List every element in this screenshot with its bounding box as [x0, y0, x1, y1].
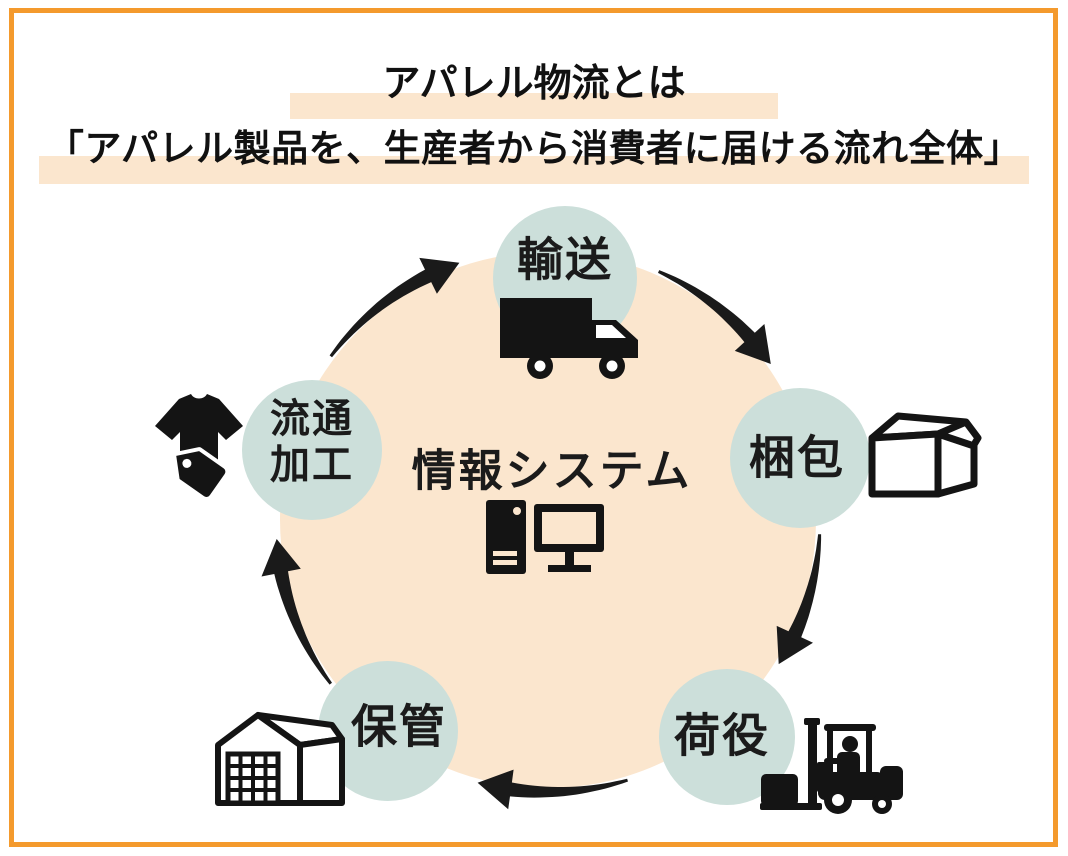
warehouse-icon — [215, 712, 345, 806]
arrow-cargo-to-storage — [477, 769, 628, 810]
truck-icon — [500, 298, 638, 379]
node-label-storage: 保管 — [351, 700, 447, 753]
node-label-cargo-handling: 荷役 — [674, 709, 770, 762]
border-frame — [9, 8, 1058, 847]
cardboard-box-icon — [868, 412, 982, 498]
tshirt-price-tag-icon — [155, 394, 243, 501]
page-subtitle: 「アパレル製品を、生産者から消費者に届ける流れ全体」 — [0, 116, 1068, 184]
desktop-computer-icon — [486, 500, 604, 574]
page-title-text: アパレル物流とは — [290, 50, 778, 119]
page-title: アパレル物流とは — [0, 50, 1068, 119]
node-label-packing: 梱包 — [749, 431, 845, 484]
node-circle-distribution-processing — [242, 380, 382, 520]
arrow-storage-to-processing — [261, 539, 332, 685]
center-label-information-system: 情報システム — [411, 446, 693, 496]
page-subtitle-text: 「アパレル製品を、生産者から消費者に届ける流れ全体」 — [38, 116, 1030, 184]
node-label-distribution-processing: 流通 加工 — [270, 397, 354, 487]
arrow-processing-to-transport — [329, 257, 460, 358]
node-label-transport: 輸送 — [517, 233, 613, 286]
node-circle-packing — [730, 388, 870, 528]
forklift-icon — [760, 718, 903, 814]
arrow-transport-to-packing — [658, 270, 771, 364]
arrow-packing-to-cargo — [776, 534, 822, 665]
